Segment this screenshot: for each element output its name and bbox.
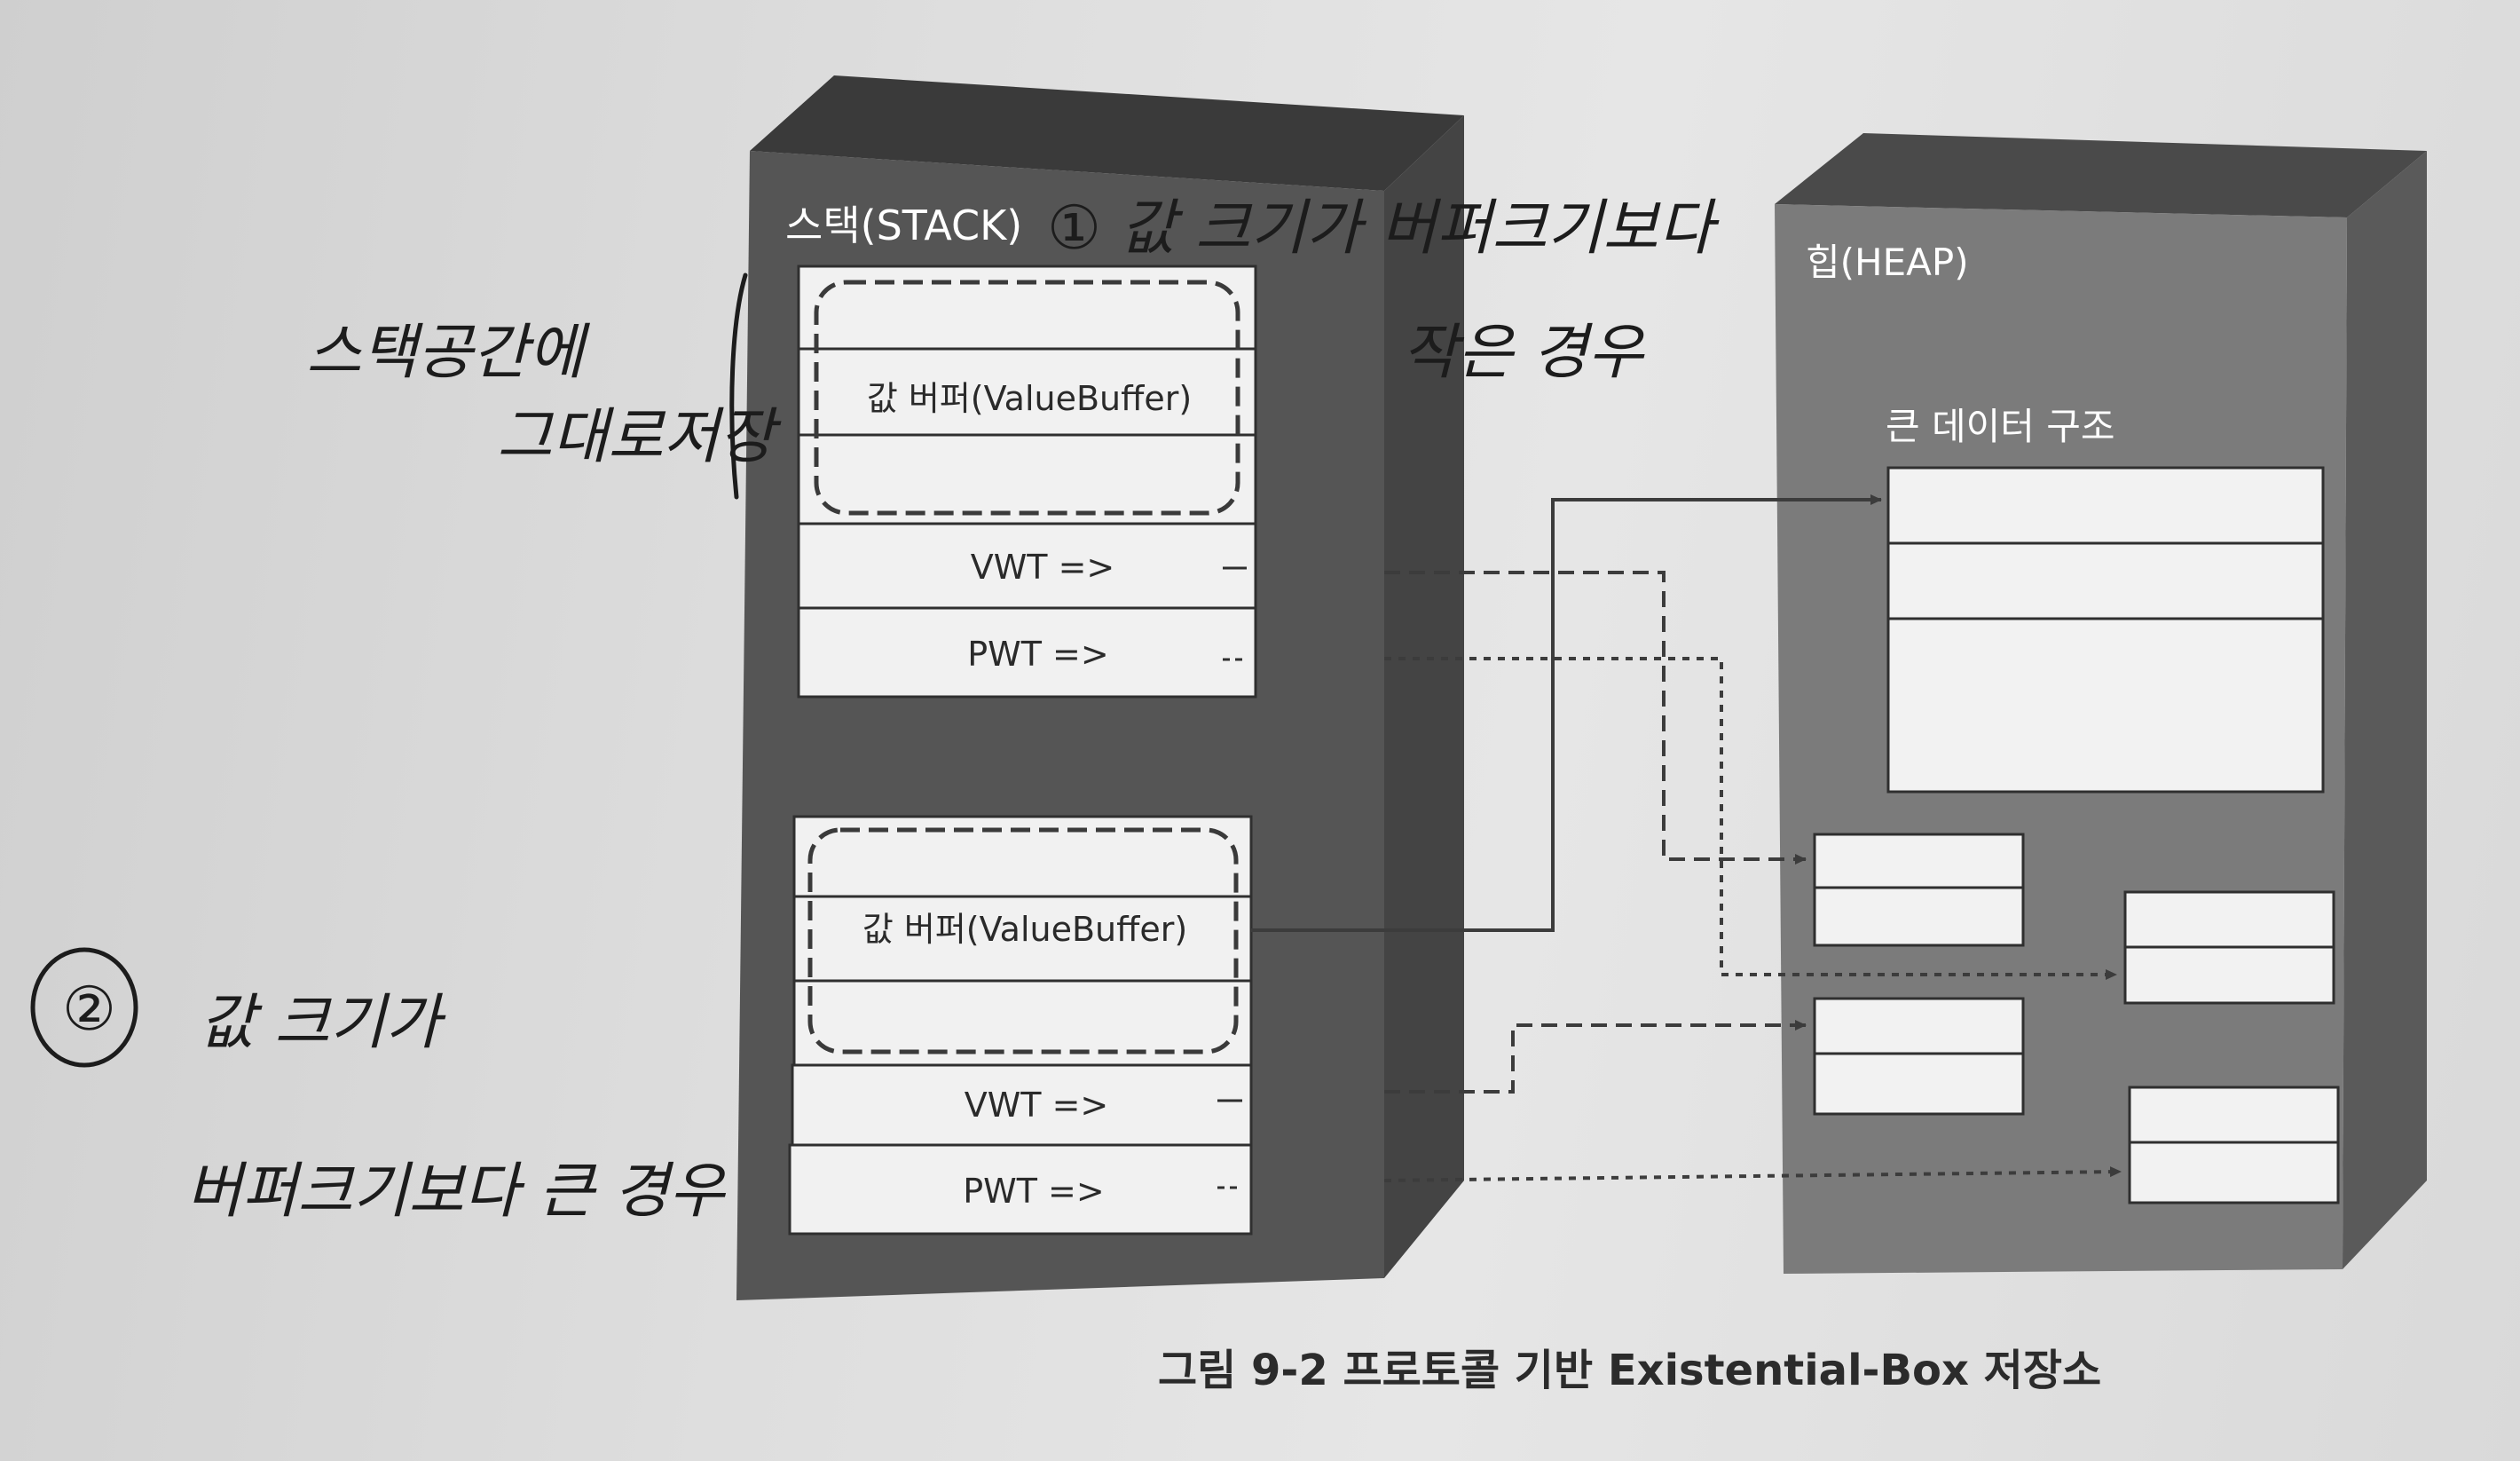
vwt-label-2: VWT => — [965, 1086, 1109, 1125]
value-buffer-cell-1 — [797, 265, 1257, 525]
figure-caption: 그림 9-2 프로토콜 기반 Existential-Box 저장소 — [1158, 1346, 2101, 1395]
pwt-cell-1 — [797, 606, 1257, 699]
arrow-vwt2-to-heap — [1384, 1020, 1807, 1094]
arrow-vwt1-to-heap — [1384, 571, 1807, 865]
note2-marker: ② — [62, 975, 116, 1045]
value-buffer-cell-2 — [792, 815, 1253, 1067]
value-buffer-label-1: 값 버퍼(ValueBuffer) — [867, 379, 1192, 418]
vwt-cell-2 — [791, 1063, 1253, 1147]
note-stack-line1: 스택공간에 — [306, 318, 590, 388]
large-data-structure — [1886, 466, 2325, 794]
arrow-buffer-to-large-data — [1251, 494, 1882, 932]
heap-table-vwt-1 — [1813, 833, 2025, 947]
note-stack-line2: 그대로저장 — [497, 402, 782, 472]
note1-line1: ① 값 크기가 버퍼크기보다 — [1047, 193, 1720, 264]
arrow-pwt2-to-heap — [1383, 1166, 2122, 1182]
note2-line2: 버퍼크기보다 큰 경우 — [186, 1157, 727, 1227]
pwt-cell-2 — [788, 1143, 1253, 1236]
heap-box: 힙(HEAP) 큰 데이터 구조 — [1775, 133, 2427, 1274]
heap-table-pwt-2 — [2128, 1086, 2340, 1204]
pwt-label-2: PWT => — [963, 1172, 1104, 1211]
handwritten-notes: ① 값 크기가 버퍼크기보다 작은 경우 스택공간에 그대로저장 ② 값 크기가… — [30, 193, 1720, 1227]
value-buffer-dashed-outline-2 — [807, 827, 1239, 1054]
heap-title: 힙(HEAP) — [1806, 241, 1969, 284]
value-buffer-dashed-outline-1 — [814, 280, 1240, 516]
large-data-label: 큰 데이터 구조 — [1886, 405, 2115, 448]
stack-box-side — [1384, 115, 1464, 1278]
note2-line1: 값 크기가 — [200, 988, 446, 1058]
heap-table-vwt-2 — [1813, 997, 2025, 1116]
value-buffer-label-2: 값 버퍼(ValueBuffer) — [862, 910, 1187, 949]
stack-title: 스택(STACK) — [785, 201, 1022, 249]
note-stack-bracket — [729, 272, 748, 500]
heap-box-top — [1775, 133, 2427, 217]
pwt-label-1: PWT => — [967, 635, 1108, 674]
pointer-arrows — [1217, 494, 2122, 1189]
heap-box-side — [2343, 151, 2427, 1269]
existential-container-2: 값 버퍼(ValueBuffer) VWT => PWT => — [788, 815, 1253, 1236]
note2-circle — [30, 947, 138, 1068]
stack-box-top — [750, 75, 1464, 191]
note1-line2: 작은 경우 — [1402, 318, 1645, 388]
vwt-cell-1 — [797, 522, 1257, 610]
existential-container-1: 값 버퍼(ValueBuffer) VWT => PWT => — [797, 265, 1257, 699]
vwt-label-1: VWT => — [971, 548, 1115, 587]
